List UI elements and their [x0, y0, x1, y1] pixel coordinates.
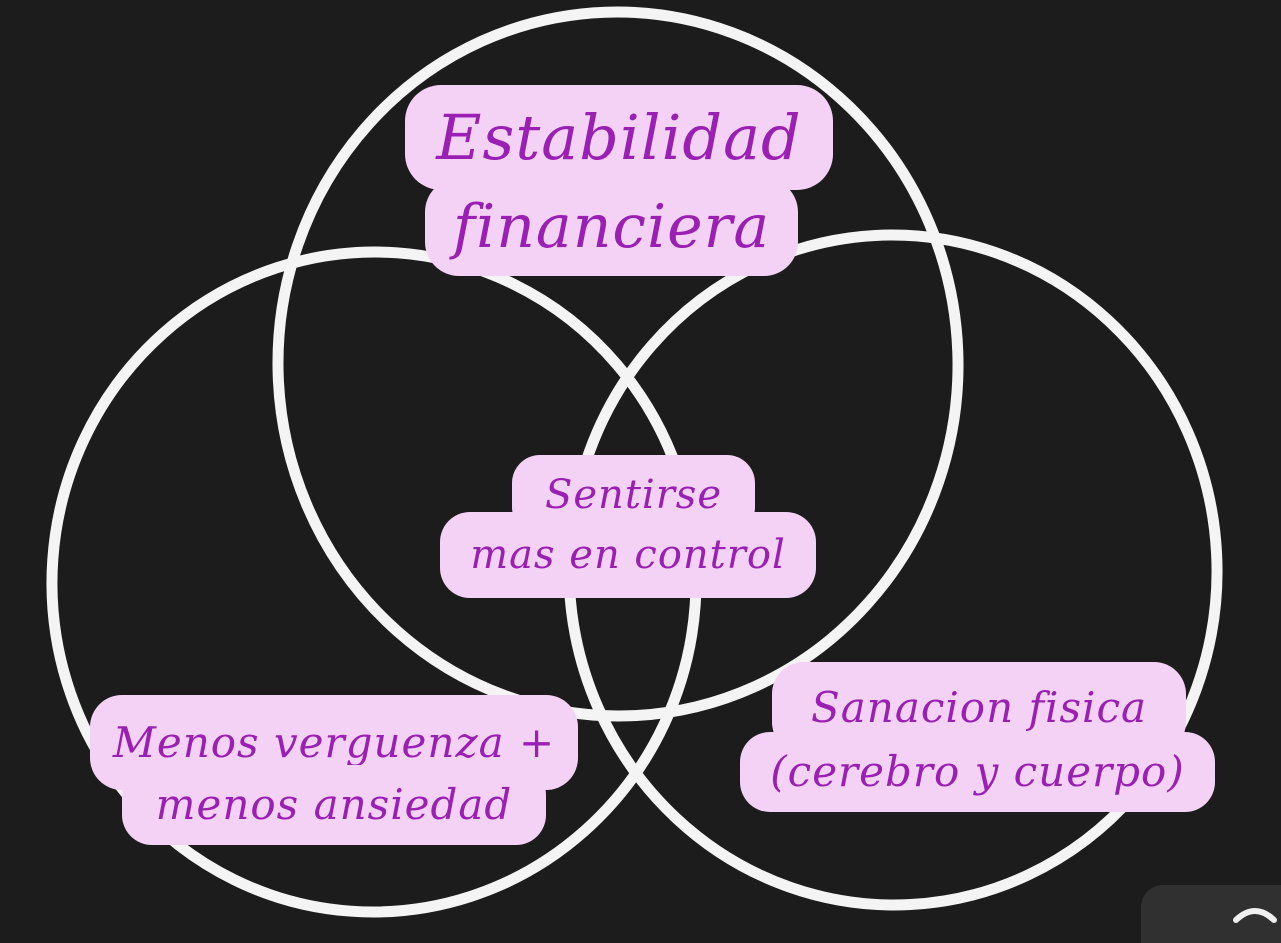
- circle-top: [272, 6, 964, 722]
- label-left-line-2: menos ansiedad: [122, 765, 546, 845]
- label-right-line-2: (cerebro y cuerpo): [740, 732, 1215, 812]
- label-top-line-2: financiera: [425, 178, 798, 276]
- label-top-line-1: Estabilidad: [405, 85, 833, 190]
- label-center-line-2: mas en control: [440, 512, 816, 598]
- circle-left: [46, 246, 702, 918]
- chevron-up-icon[interactable]: [1232, 898, 1278, 924]
